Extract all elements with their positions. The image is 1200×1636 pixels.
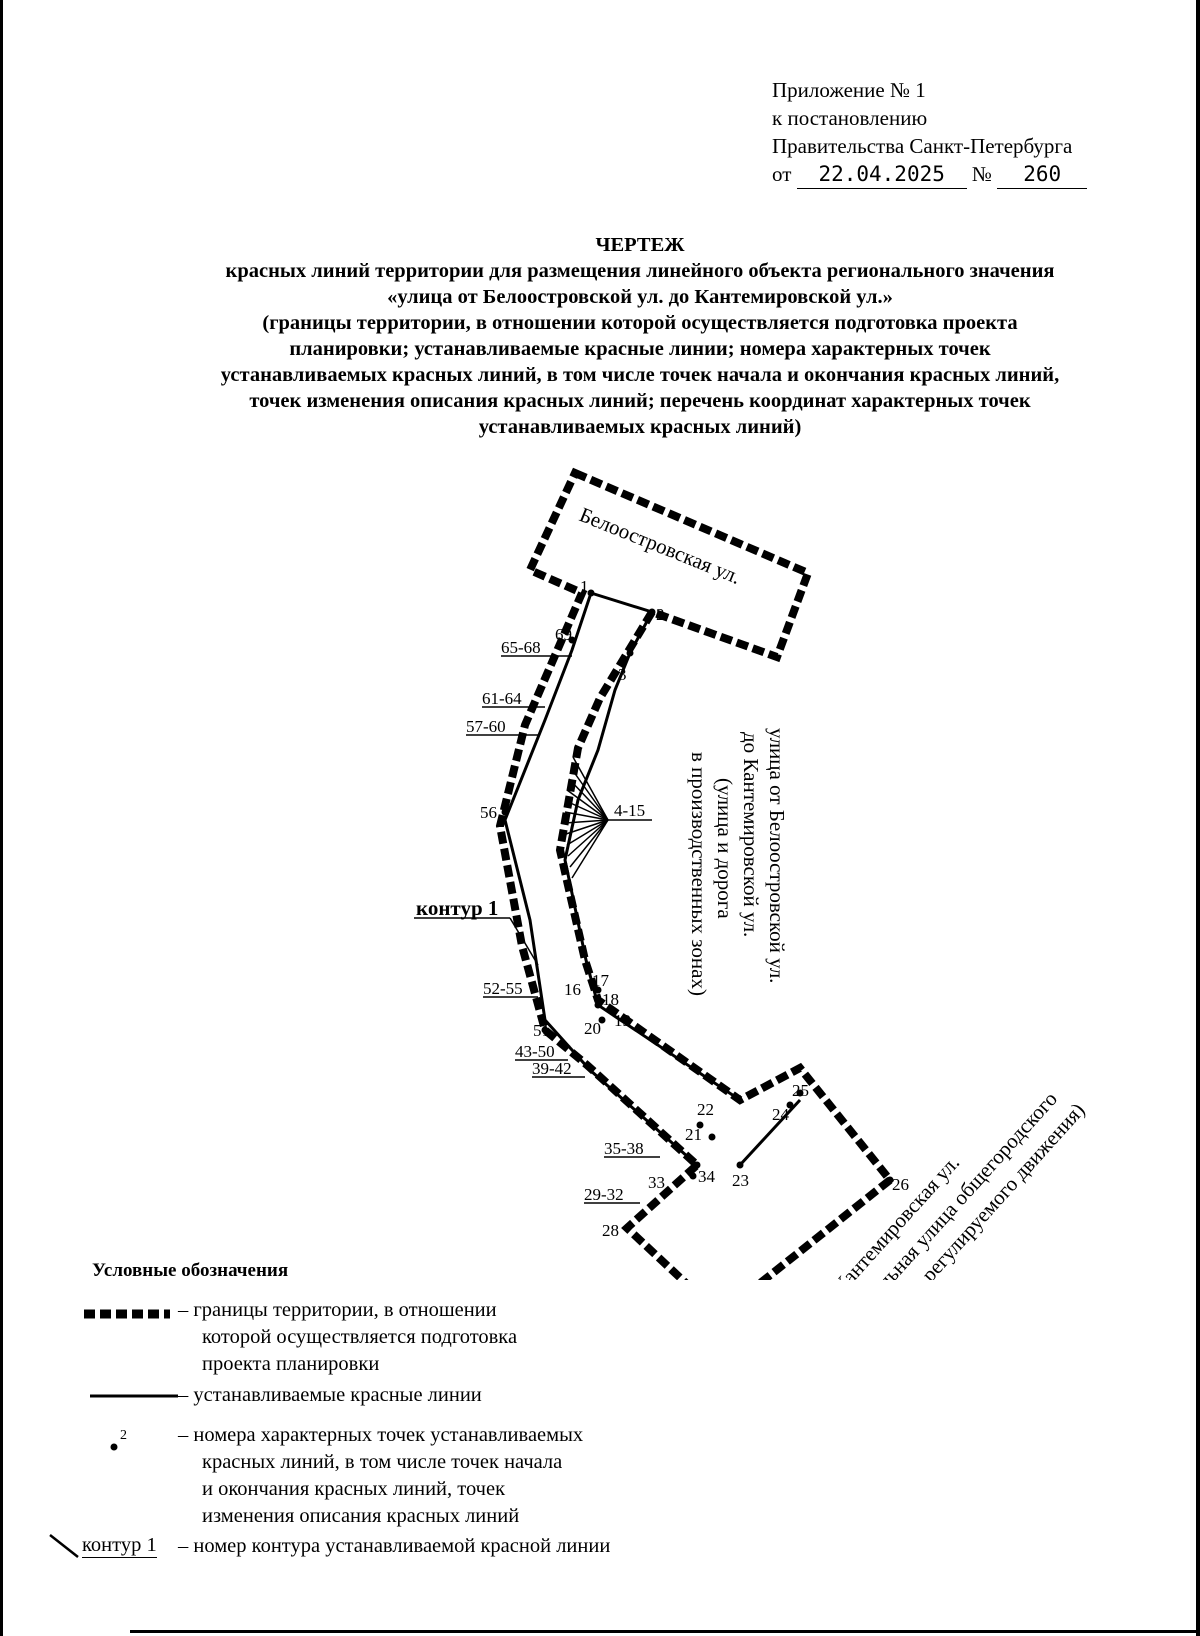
- point-43-50: 43-50: [515, 1042, 555, 1061]
- appendix-line-3: Правительства Санкт-Петербурга: [772, 134, 1073, 158]
- scan-edge-right: [1196, 0, 1200, 1636]
- street-name-top: Белоостровская ул.: [576, 502, 744, 589]
- scan-edge-left: [0, 0, 3, 1636]
- appendix-line-1: Приложение № 1: [772, 78, 926, 102]
- legend-points-line-2: красных линий, в том числе точек начала: [202, 1451, 563, 1473]
- legend-point-symbol-number: 2: [120, 1428, 127, 1443]
- point-34: 34: [698, 1167, 716, 1186]
- planning-territory-boundary: [495, 467, 896, 1280]
- legend-red-line-symbol: [90, 1394, 178, 1398]
- point-69: 69: [555, 625, 572, 644]
- point-61-64: 61-64: [482, 689, 522, 708]
- drawing-title: ЧЕРТЕЖ красных линий территории для разм…: [130, 232, 1150, 440]
- point-1: 1: [580, 577, 589, 596]
- title-line-3: (границы территории, в отношении которой…: [262, 312, 1018, 334]
- appendix-header: Приложение № 1 к постановлению Правитель…: [772, 76, 1088, 189]
- point-labels: 1 2 3 4-15 16 17 18 19 20 21 22 23 24 25…: [466, 577, 909, 1240]
- street-center-line-1: улица от Белоостровской ул.: [765, 728, 789, 983]
- title-line-2: «улица от Белоостровской ул. до Кантемир…: [387, 286, 893, 308]
- title-line-7: устанавливаемых красных линий): [478, 416, 802, 438]
- point-20: 20: [584, 1019, 601, 1038]
- red-line-return: [738, 1098, 802, 1167]
- point-26: 26: [892, 1175, 909, 1194]
- legend-contour-desc: – номер контура устанавливаемой красной …: [178, 1535, 611, 1557]
- legend-boundary-line-1: – границы территории, в отношении: [178, 1299, 497, 1321]
- legend-boundary-line-2: которой осуществляется подготовка: [202, 1326, 518, 1348]
- red-line-right: [563, 591, 741, 1102]
- point-33: 33: [648, 1173, 665, 1192]
- title-line-1: красных линий территории для размещения …: [225, 260, 1055, 282]
- point-21: 21: [685, 1125, 702, 1144]
- appendix-line-2: к постановлению: [772, 106, 928, 130]
- legend-boundary: – границы территории, в отношении которо…: [178, 1297, 517, 1378]
- appendix-date-row: от 22.04.2025 № 260: [772, 160, 1088, 189]
- title-line-6: точек изменения описания красных линий; …: [249, 390, 1031, 412]
- legend-title: Условные обозначения: [92, 1260, 289, 1281]
- leader-fan-4-15: [564, 756, 609, 879]
- number-label: №: [971, 162, 992, 186]
- street-name-center: улица от Белоостровской ул. до Кантемиро…: [687, 728, 789, 996]
- legend-red-lines: – устанавливаемые красные линии: [178, 1384, 482, 1406]
- point-23: 23: [732, 1171, 749, 1190]
- point-3: 3: [618, 665, 627, 684]
- legend-points-line-1: – номера характерных точек устанавливаем…: [178, 1424, 584, 1446]
- title-line-5: устанавливаемых красных линий, в том чис…: [220, 364, 1060, 386]
- legend-point-numbers: – номера характерных точек устанавливаем…: [178, 1422, 583, 1530]
- point-65-68: 65-68: [501, 638, 541, 657]
- point-markers: [501, 589, 894, 1232]
- point-16: 16: [564, 980, 581, 999]
- decree-date: 22.04.2025: [796, 160, 967, 189]
- street-center-line-3: (улица и дорога: [713, 778, 737, 919]
- point-28: 28: [602, 1221, 619, 1240]
- red-lines-map: Белоостровская ул. улица от Белоостровск…: [414, 467, 1089, 1280]
- legend-boundary-symbol: [84, 1309, 170, 1319]
- point-19: 19: [614, 1011, 631, 1030]
- legend-points-line-3: и окончания красных линий, точек: [202, 1478, 506, 1500]
- point-22: 22: [697, 1100, 714, 1119]
- point-2: 2: [656, 605, 665, 624]
- left-leaders: [414, 655, 660, 1204]
- point-57-60: 57-60: [466, 717, 506, 736]
- point-39-42: 39-42: [532, 1059, 572, 1078]
- point-18: 18: [602, 990, 619, 1009]
- point-35-38: 35-38: [604, 1139, 644, 1158]
- legend-boundary-line-3: проекта планировки: [202, 1353, 380, 1375]
- street-center-line-2: до Кантемировской ул.: [739, 732, 763, 937]
- decree-number: 260: [997, 160, 1088, 189]
- point-51: 51: [533, 1021, 550, 1040]
- point-24: 24: [772, 1105, 790, 1124]
- point-25: 25: [792, 1081, 809, 1100]
- scan-edge-bottom: [130, 1630, 1200, 1633]
- title-heading: ЧЕРТЕЖ: [595, 234, 685, 256]
- point-29-32: 29-32: [584, 1185, 624, 1204]
- legend-contour-leader: [49, 1534, 79, 1558]
- point-17: 17: [592, 971, 610, 990]
- legend-points-line-4: изменения описания красных линий: [202, 1505, 520, 1527]
- legend-point-symbol: 2: [110, 1428, 127, 1451]
- street-bottom-line-3: значения II класса регулируемого движени…: [804, 1098, 1089, 1280]
- point-56: 56: [480, 803, 497, 822]
- red-line-left: [503, 592, 698, 1167]
- legend-contour-symbol: контур 1: [82, 1534, 157, 1558]
- street-center-line-4: в производственных зонах): [687, 752, 711, 996]
- from-label: от: [772, 162, 792, 186]
- title-line-4: планировки; устанавливаемые красные лини…: [289, 338, 991, 360]
- point-52-55: 52-55: [483, 979, 523, 998]
- point-4-15: 4-15: [614, 801, 645, 820]
- contour-label: контур 1: [416, 896, 498, 920]
